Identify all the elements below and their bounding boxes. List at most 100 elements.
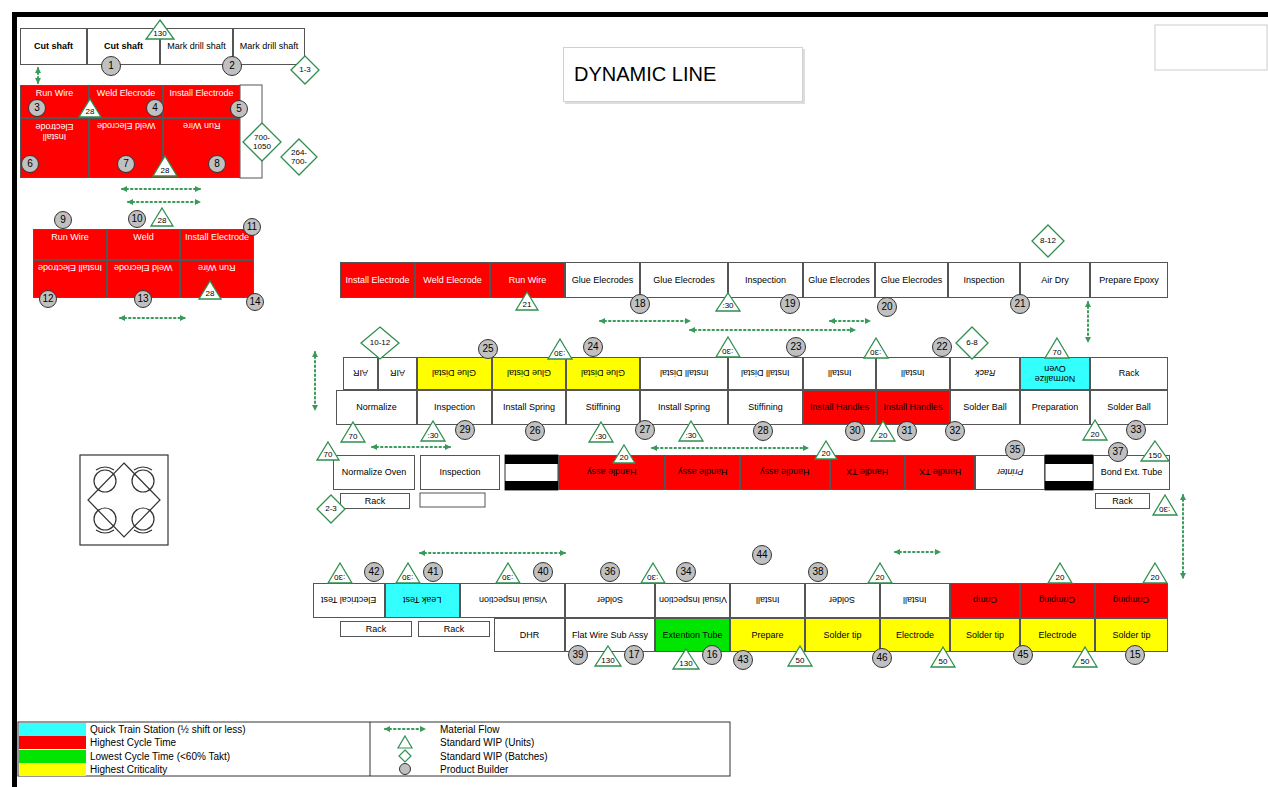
station-label: Leak Test [403,595,441,605]
station-label: Mark drill shaft [240,41,299,51]
station-box: Electrode [880,618,950,652]
builder-number: 23 [790,341,801,353]
builder-number: 12 [42,293,53,305]
builder-number: 29 [459,424,470,436]
wip-number: :30 [554,349,565,358]
builder-number: 42 [368,566,379,578]
station-label: Handle TX [846,467,888,477]
product-builder-circle: 36 [600,562,620,582]
wip-units-triangle: 130 [145,19,175,40]
station-label: Glue Distal [432,368,476,378]
station-label: Install Spring [503,402,555,412]
station-label: Solder tip [1112,630,1150,640]
station-label: Glue Distal [581,368,625,378]
flow-arrow [830,320,870,322]
product-builder-circle: 35 [1005,440,1025,460]
wip-units-triangle: 20 [1142,562,1168,584]
legend-text: Highest Cycle Time [90,736,176,749]
wip-units-triangle: 21 [515,291,539,311]
product-builder-circle: 43 [733,650,753,670]
station-box: Glue Elecrodes [565,262,640,298]
station-box: Install [803,357,876,390]
builder-number: 43 [737,654,748,666]
builder-number: 44 [756,549,767,561]
builder-number: 31 [901,425,912,437]
station-label: Visual Inspection [659,595,727,605]
station-label: Solder Ball [1107,402,1151,412]
triangle-shape [788,646,812,666]
wip-units-triangle: :30 [327,562,353,584]
station-box: Electrode [1020,618,1095,652]
wip-units-triangle: 28 [78,98,102,118]
product-builder-circle: 16 [702,645,722,665]
legend-row: Product Builder [440,763,508,776]
station-label: Install Electrode [169,88,233,98]
station-label: Handle TX [919,467,961,477]
triangle-shape [496,563,520,583]
builder-number: 45 [1017,649,1028,661]
product-builder-circle: 34 [676,562,696,582]
product-builder-circle: 2 [222,56,242,76]
product-builder-circle: 9 [54,211,72,229]
wip-units-triangle: :30 [715,336,741,358]
builder-number: 2 [229,60,235,72]
triangle-shape [1141,441,1169,461]
wip-units-triangle: :30 [1152,494,1178,516]
legend-row: Highest Cycle Time [90,736,176,749]
station-label: Inspection [434,402,475,412]
batch-number: 1-3 [299,65,311,74]
triangle-shape [868,563,892,583]
diamond-shape [281,139,317,175]
station-box: Inspection [417,390,492,425]
station-label: Stiffining [586,402,620,412]
station-box: Install [730,583,805,618]
wip-batches-diamond: 264- 700- [280,138,318,176]
triangle-shape [199,281,221,299]
station-label: Visual Inspection [479,595,547,605]
wip-batches-diamond: 700- 1050 [242,122,282,162]
station-box: Glue Distal [417,357,492,390]
station-label: Normalize Oven [1023,363,1087,384]
builder-number: 6 [27,158,33,170]
batch-number: 264- 700- [289,148,310,166]
station-box: Leak Test [385,583,460,618]
wip-batches-diamond: 2-3 [316,494,346,524]
product-builder-circle: 19 [780,294,800,314]
triangle-shape [864,338,888,358]
station-label: Install Electrode [23,121,86,142]
wip-number: 70 [349,432,358,441]
station-label: Weld Elecrode [114,263,172,273]
station-label: DHR [520,630,540,640]
wip-units-triangle: :30 [495,562,521,584]
builder-number: 46 [876,652,887,664]
station-box: Solder Ball [950,390,1020,425]
station-label: Weld Elecrode [97,88,155,98]
product-builder-circle: 14 [246,293,264,311]
station-box: Mark drill shaft [160,28,233,65]
legend-swatch [19,763,86,776]
wip-number: :30 [722,347,733,356]
product-builder-circle: 13 [134,290,152,308]
station-box: Glue Elecrodes [875,262,948,298]
station-label: Inspection [745,275,786,285]
flow-arrow [314,352,316,410]
builder-number: 22 [936,341,947,353]
product-builder-circle: 44 [752,545,772,565]
product-builder-circle: 32 [945,421,965,441]
station-label: Cut shaft [34,41,73,51]
station-label: Normalize Oven [342,467,407,477]
wip-units-triangle: 50 [787,645,813,667]
station-box: Mark drill shaft [233,28,305,65]
wip-number: 130 [601,656,614,665]
builder-number: 16 [706,649,717,661]
station-label: Handle assy [678,467,728,477]
triangle-shape [328,563,352,583]
wip-number: 20 [876,573,885,582]
builder-number: 11 [247,221,257,233]
product-builder-circle: 5 [230,100,248,118]
station-box: Inspection [728,262,803,298]
builder-number: 34 [680,566,691,578]
station-label: Glue Elecrodes [881,275,943,285]
station-label: Install Electrode [38,263,102,273]
station-label: Electrode [1038,630,1076,640]
